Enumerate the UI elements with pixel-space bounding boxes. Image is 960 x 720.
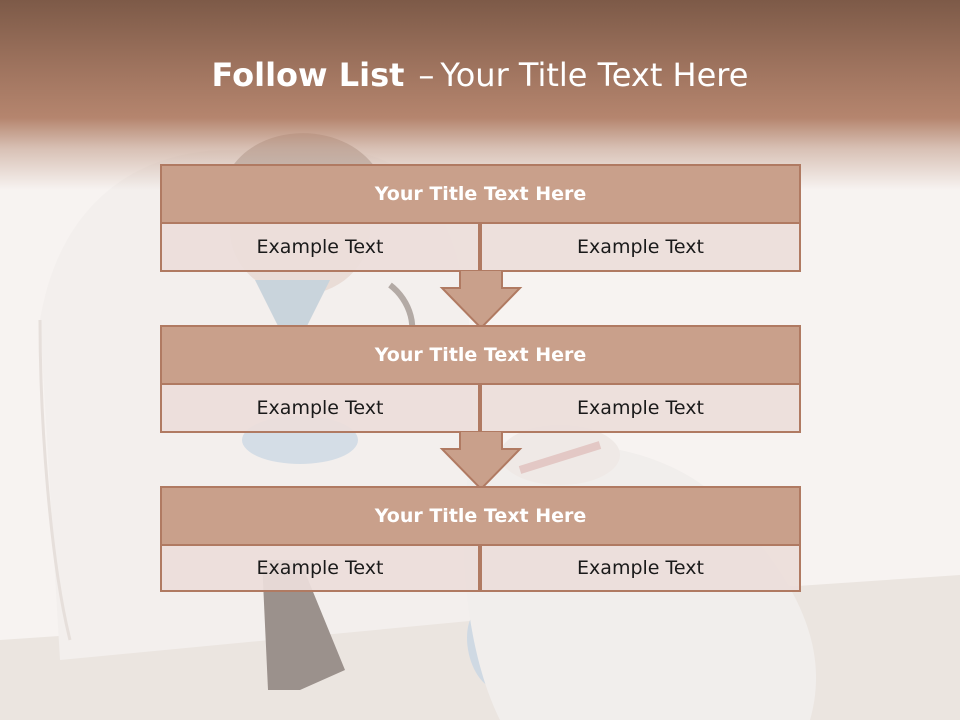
- block-heading: Your Title Text Here: [160, 486, 801, 546]
- block-cell-right: Example Text: [480, 383, 801, 433]
- title-rest: Your Title Text Here: [440, 56, 749, 94]
- down-arrow-icon: [439, 431, 523, 491]
- title-separator: –: [418, 56, 435, 94]
- block-cell-right: Example Text: [480, 544, 801, 592]
- header-band: [0, 0, 960, 190]
- block-heading: Your Title Text Here: [160, 325, 801, 385]
- block-heading: Your Title Text Here: [160, 164, 801, 224]
- block-cell-left: Example Text: [160, 544, 480, 592]
- block-cell-left: Example Text: [160, 222, 480, 272]
- block-cell-right: Example Text: [480, 222, 801, 272]
- block-cell-left: Example Text: [160, 383, 480, 433]
- down-arrow-icon: [439, 270, 523, 330]
- page-title: Follow List–Your Title Text Here: [0, 56, 960, 94]
- title-bold: Follow List: [211, 56, 405, 94]
